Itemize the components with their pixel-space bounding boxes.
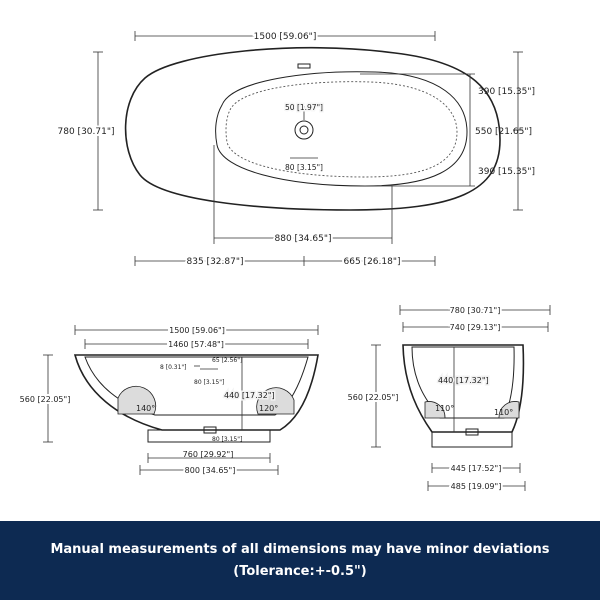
front-overflow-size: 65 [2.56"] xyxy=(212,357,242,364)
side-bottom-width: 485 [19.09"] xyxy=(451,482,502,491)
top-inner-width: 550 [21.65"] xyxy=(475,127,532,137)
side-base-width: 445 [17.52"] xyxy=(451,464,502,473)
overflow-slot-icon xyxy=(297,63,311,69)
front-depth: 440 [17.32"] xyxy=(224,391,275,400)
front-wall-thickness: 8 [0.31"] xyxy=(160,364,187,371)
front-overall-length: 1500 [59.06"] xyxy=(169,326,225,335)
tub-dimension-drawing: 1500 [59.06"] 780 [30.71"] 550 [21.65"] … xyxy=(18,30,551,493)
front-right-angle: 120° xyxy=(259,404,278,413)
tub-basin-floor xyxy=(225,81,458,178)
top-view: 1500 [59.06"] 780 [30.71"] 550 [21.65"] … xyxy=(56,30,535,269)
front-base-pedestal xyxy=(147,429,271,443)
side-right-angle: 110° xyxy=(494,408,513,417)
side-base-pedestal xyxy=(431,431,513,448)
front-base-length: 760 [29.92"] xyxy=(183,450,234,459)
side-drain-icon xyxy=(465,428,479,436)
tub-inner-basin xyxy=(215,71,468,187)
top-overall-width: 780 [30.71"] xyxy=(58,127,115,137)
front-right-angle-icon xyxy=(256,387,295,415)
drain-inner-icon xyxy=(299,125,309,135)
front-overflow-diameter: 80 [3.15"] xyxy=(194,379,224,386)
front-bottom-length: 800 [34.65"] xyxy=(185,466,236,475)
tub-outer-rim xyxy=(124,46,501,211)
front-rim-length: 1460 [57.48"] xyxy=(168,340,224,349)
front-height: 560 [22.05"] xyxy=(20,395,71,404)
tub-front-inner xyxy=(84,356,309,416)
top-overall-length: 1500 [59.06"] xyxy=(254,32,317,42)
top-lower-offset: 390 [15.35"] xyxy=(478,167,535,177)
top-upper-offset: 390 [15.35"] xyxy=(478,87,535,97)
front-left-angle: 140° xyxy=(136,404,155,413)
side-overall-width: 780 [30.71"] xyxy=(450,306,501,315)
side-rim-width: 740 [29.13"] xyxy=(450,323,501,332)
top-left-to-drain: 835 [32.87"] xyxy=(187,257,244,267)
banner-line-2: (Tolerance:+-0.5") xyxy=(233,563,367,579)
tolerance-banner: Manual measurements of all dimensions ma… xyxy=(0,521,600,600)
front-left-angle-icon xyxy=(117,385,157,415)
side-height: 560 [22.05"] xyxy=(348,393,399,402)
side-right-angle-icon xyxy=(498,401,520,419)
top-drain-offset: 50 [1.97"] xyxy=(285,103,323,112)
front-drain-icon xyxy=(203,426,217,434)
front-view: 1500 [59.06"] 1460 [57.48"] 560 [22.05"]… xyxy=(18,324,319,477)
banner-line-1: Manual measurements of all dimensions ma… xyxy=(50,541,550,557)
side-left-angle-icon xyxy=(424,401,446,419)
top-inner-length: 880 [34.65"] xyxy=(275,234,332,244)
front-drain-size: 80 [3.15"] xyxy=(212,436,242,443)
side-left-angle: 110° xyxy=(435,404,454,413)
drain-outer-icon xyxy=(294,120,314,140)
side-view: 780 [30.71"] 740 [29.13"] 560 [22.05"] 4… xyxy=(346,304,551,493)
top-drain-diameter: 80 [3.15"] xyxy=(285,163,323,172)
side-depth: 440 [17.32"] xyxy=(438,376,489,385)
tub-side-inner xyxy=(411,346,515,419)
top-drain-to-right: 665 [26.18"] xyxy=(344,257,401,267)
